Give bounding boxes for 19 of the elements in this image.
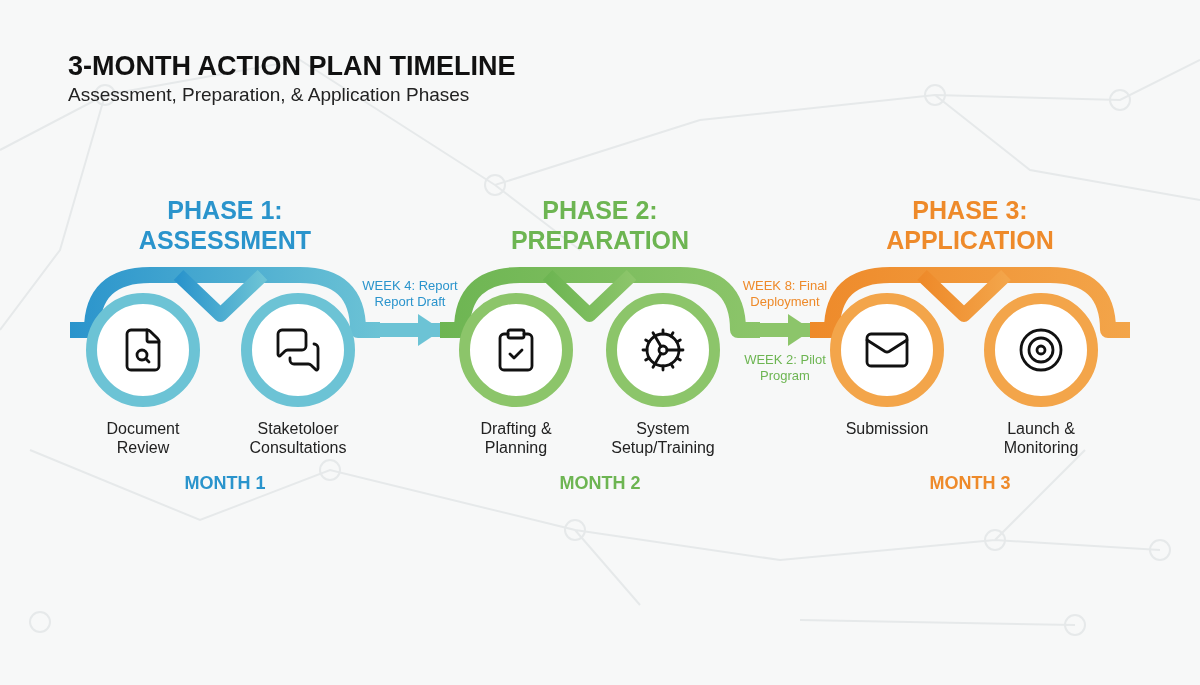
subtitle: Assessment, Preparation, & Application Phases xyxy=(68,83,471,107)
step-label: Launch & Monitoring xyxy=(1002,419,1080,457)
milestone-label: WEEK 2: Pilot Program xyxy=(743,352,827,384)
step-label: Drafting & Planning xyxy=(479,419,553,457)
step-label: Document Review xyxy=(105,419,181,457)
month-label: MONTH 1 xyxy=(184,472,266,495)
month-label: MONTH 2 xyxy=(559,472,641,495)
month-label: MONTH 3 xyxy=(929,472,1011,495)
step-label: Staketoloer Consultations xyxy=(248,419,348,457)
arrow xyxy=(380,314,442,346)
step-label: Submission xyxy=(844,419,930,438)
phase-heading: PHASE 1: ASSESSMENT xyxy=(137,195,313,255)
phase-heading: PHASE 2: PREPARATION xyxy=(509,195,691,255)
step-label: System Setup/Training xyxy=(610,419,716,457)
edge-label: WEEK 4: Report Report Draft xyxy=(361,278,459,310)
edge-label: WEEK 8: Final Deployment xyxy=(741,278,829,310)
arrow xyxy=(760,314,812,346)
title: 3-MONTH ACTION PLAN TIMELINE xyxy=(68,50,516,82)
phase-heading: PHASE 3: APPLICATION xyxy=(885,195,1055,255)
